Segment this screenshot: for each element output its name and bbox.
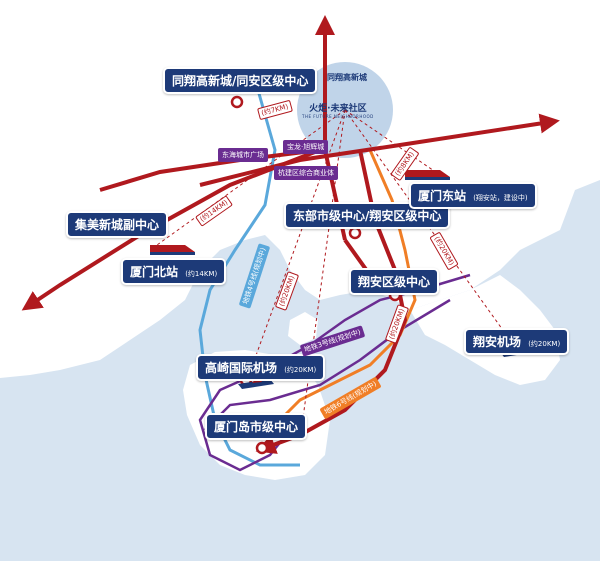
tag-donghai: 东海城市广场 (218, 148, 268, 162)
label-text: 翔安区级中心 (358, 275, 431, 289)
logo-name: 火炬·未来社区 (309, 104, 367, 114)
label-xiangan-airport: 翔安机场 (约20KM) (464, 328, 570, 355)
label-sub: (约14KM) (185, 270, 218, 278)
label-gaoqi-airport: 高崎国际机场 (约20KM) (196, 354, 326, 381)
label-sub: (约20KM) (528, 340, 561, 348)
dot-tongxiang (230, 95, 244, 109)
train-icon (150, 245, 195, 255)
label-text: 集美新城副中心 (75, 218, 160, 232)
label-text: 同翔高新城/同安区级中心 (172, 74, 309, 88)
label-text: 厦门岛市级中心 (214, 420, 299, 434)
label-text: 翔安机场 (473, 335, 522, 349)
label-text: 东部市级中心/翔安区级中心 (293, 209, 442, 223)
label-tongxiang-center: 同翔高新城/同安区级中心 (163, 67, 318, 94)
label-text: 高崎国际机场 (205, 361, 278, 375)
road-east-arrow (199, 113, 560, 187)
metro-line-4 (198, 89, 300, 467)
dot-xiamen-island (255, 441, 269, 455)
hub-label: 同翔高新城 (327, 73, 367, 82)
label-xiangan-center: 翔安区级中心 (349, 268, 440, 295)
label-xiamen-island: 厦门岛市级中心 (205, 413, 308, 440)
label-sub: (翔安站，建设中) (473, 194, 528, 202)
label-text: 厦门北站 (130, 265, 179, 279)
dot-dongbu (348, 226, 362, 240)
small-island (288, 312, 318, 345)
train-icon-east (405, 170, 450, 180)
label-text: 厦门东站 (418, 189, 467, 203)
logo-subtitle: THE FUTURE NEIGHBORHOOD (302, 114, 374, 119)
tag-baolong: 宝龙·旭辉城 (283, 140, 329, 154)
label-xiamen-north: 厦门北站 (约14KM) (121, 258, 227, 285)
label-jimei: 集美新城副中心 (66, 211, 169, 238)
road-northwest (99, 148, 321, 192)
label-sub: (约20KM) (284, 366, 317, 374)
tag-hangjian: 杭建区综合商业体 (274, 166, 338, 180)
label-xiamen-east: 厦门东站 (翔安站，建设中) (409, 182, 537, 209)
